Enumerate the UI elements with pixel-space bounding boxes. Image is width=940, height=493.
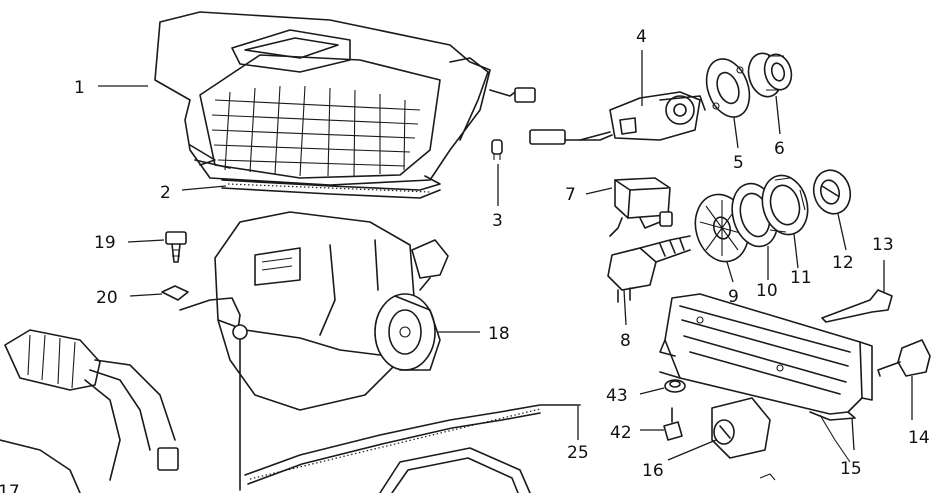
mounting-lines (179, 297, 851, 491)
callout-13: 13 (872, 235, 894, 255)
clip-nut-part-20 (161, 285, 189, 301)
blower-housing-part-18 (214, 211, 449, 411)
callout-25: 25 (567, 443, 589, 463)
grommet-part-43 (664, 379, 686, 393)
callout-5: 5 (733, 153, 744, 173)
leader-lines (98, 50, 913, 461)
callout-9: 9 (728, 287, 739, 307)
callout-15: 15 (840, 459, 862, 479)
callout-17: 17 (0, 482, 20, 493)
callout-43: 43 (606, 386, 628, 406)
slider-lever-part-13 (821, 289, 893, 323)
push-knob-part-14 (877, 339, 931, 377)
wiring-plug-part-8 (607, 235, 691, 303)
relay-box-part-7 (609, 177, 673, 237)
callout-10: 10 (756, 281, 778, 301)
callout-6: 6 (774, 139, 785, 159)
bezel-ring-part-11 (761, 174, 809, 236)
callout-19: 19 (94, 233, 116, 253)
callout-42: 42 (610, 423, 632, 443)
callout-8: 8 (620, 331, 631, 351)
knob-dial-part-12 (812, 169, 852, 215)
callout-1: 1 (74, 78, 85, 98)
switch-part-4 (529, 91, 706, 145)
callout-3: 3 (492, 211, 503, 231)
spring-clip-part-42 (663, 407, 683, 441)
callout-11: 11 (790, 268, 812, 288)
callout-4: 4 (636, 27, 647, 47)
callout-20: 20 (96, 288, 118, 308)
wire-harness-part-17 (0, 329, 179, 493)
callout-2: 2 (160, 183, 171, 203)
callout-16: 16 (642, 461, 664, 481)
gasket-strip-part-2 (221, 175, 441, 199)
screw-part-19 (165, 231, 187, 263)
cable-hose-part-25 (244, 404, 581, 493)
callout-12: 12 (832, 253, 854, 273)
ring-plate-part-5 (705, 58, 751, 118)
rotary-knob-part-16 (711, 397, 771, 459)
callout-numbers: 1 2 3 4 5 6 7 8 9 10 11 12 13 14 15 16 1… (0, 27, 930, 493)
callout-18: 18 (488, 324, 510, 344)
bulb-part-3 (491, 139, 503, 160)
callout-14: 14 (908, 428, 930, 448)
callout-7: 7 (565, 185, 576, 205)
knob-cap-part-6 (747, 52, 793, 98)
control-panel-part-15 (659, 293, 873, 421)
housing-cover-part-1 (154, 11, 536, 186)
